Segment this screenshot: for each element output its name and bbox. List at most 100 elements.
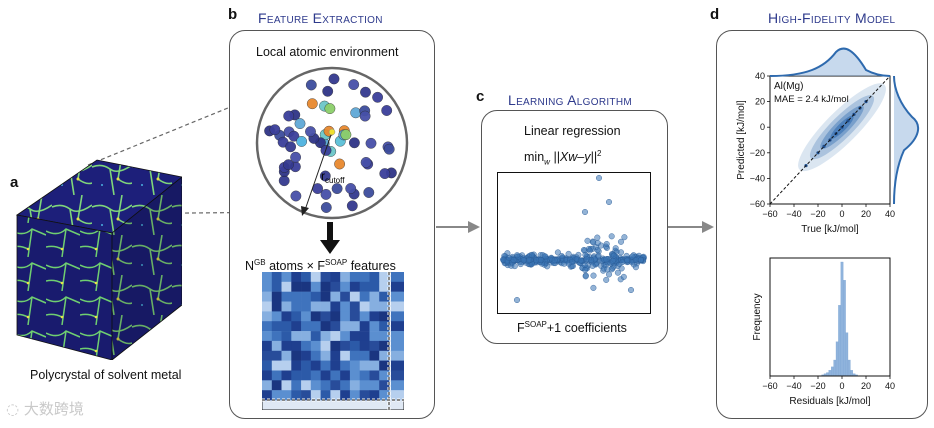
histogram-bar [840,261,844,377]
coefficient-point [514,296,521,303]
matrix-cell [359,311,370,322]
histogram-bar [828,370,832,377]
matrix-cell [310,370,321,381]
matrix-cell [262,350,273,361]
panel-d-letter: d [710,6,720,23]
matrix-cell [359,370,370,381]
coefficient-point [604,266,611,273]
matrix-cell [369,380,380,391]
coefficient-point [526,256,533,263]
matrix-cell [391,321,404,332]
coefficient-point [586,247,593,254]
coefficient-point [500,256,507,263]
atom [296,136,307,147]
atom [365,137,377,149]
atom [290,151,301,163]
matrix-cell [340,370,351,381]
matrix-cell [369,331,380,342]
matrix-cell [379,321,390,332]
matrix-cell [379,370,390,381]
atomic-environment: rcutoff [255,66,409,220]
matrix-cell [271,291,282,302]
matrix-cell [330,301,341,312]
matrix-cell [379,360,390,371]
matrix-cell [340,291,351,302]
matrix-cell [291,321,302,332]
down-arrow-icon [320,222,340,254]
coefficient-point [595,252,602,259]
matrix-cell [340,380,351,391]
matrix-cell [349,311,360,322]
watermark: ◌ 大数跨境 [6,398,84,419]
matrix-cell [330,370,341,381]
x-tick-label: −20 [810,381,825,391]
panel-b-letter: b [228,6,238,23]
matrix-cell [301,331,312,342]
atom [285,141,296,153]
matrix-cell [359,380,370,391]
method-label: Linear regression [524,124,621,138]
y-tick-label: 20 [755,97,765,107]
objective-formula: minw ||Xw–y||2 [524,149,602,167]
coefficient-point [551,257,558,264]
matrix-cell [391,311,404,322]
panel-d-box [716,30,928,419]
matrix-cell [320,281,331,292]
parity-ylabel: Predicted [kJ/mol] [736,100,747,180]
matrix-cell [391,331,404,342]
rcutoff-label: rcutoff [321,169,345,185]
atom [331,183,343,195]
matrix-cell [379,272,390,283]
matrix-cell [320,291,331,302]
matrix-cell [281,311,292,322]
matrix-cell [262,281,273,292]
matrix-cell [349,370,360,381]
cutoff-arrow-head [301,206,309,216]
atom [324,103,336,114]
coefficient-point [580,246,587,253]
matrix-cell [330,350,341,361]
matrix-cell [369,321,380,332]
coefficient-point [605,199,612,206]
matrix-cell [349,380,360,391]
matrix-cell [271,311,282,322]
y-tick-label: −40 [750,173,765,183]
cutoff-radius-line [304,131,333,211]
atom [363,187,375,198]
matrix-cell [262,360,273,371]
matrix-cell [281,370,292,381]
atom [283,159,294,171]
coefficient-point [612,245,619,252]
matrix-cell [262,301,273,312]
atom [345,183,357,194]
matrix-cell [359,331,370,342]
matrix-cell [281,331,292,342]
matrix-cell [340,311,351,322]
coefficient-point [603,240,610,247]
matrix-cell [262,390,273,401]
matrix-cell [369,360,380,371]
histogram-bar [843,280,846,377]
y-tick-label: 0 [760,122,765,132]
matrix-cell [281,340,292,351]
coefficient-point [511,263,518,270]
matrix-cell [271,350,282,361]
matrix-cell [320,350,331,361]
matrix-cell [271,370,282,381]
matrix-cell [291,331,302,342]
matrix-cell [359,291,370,302]
x-tick-label: −40 [786,209,801,219]
matrix-cell [330,331,341,342]
atom [346,200,358,212]
matrix-cell [262,380,273,391]
matrix-cell [281,301,292,312]
matrix-cell [291,360,302,371]
atom [290,190,302,202]
coefficient-point [608,233,615,240]
histogram-bar [833,359,837,377]
matrix-cell [379,350,390,361]
atom [360,86,371,98]
histogram-bar [826,372,829,377]
x-tick-label: −60 [762,209,777,219]
